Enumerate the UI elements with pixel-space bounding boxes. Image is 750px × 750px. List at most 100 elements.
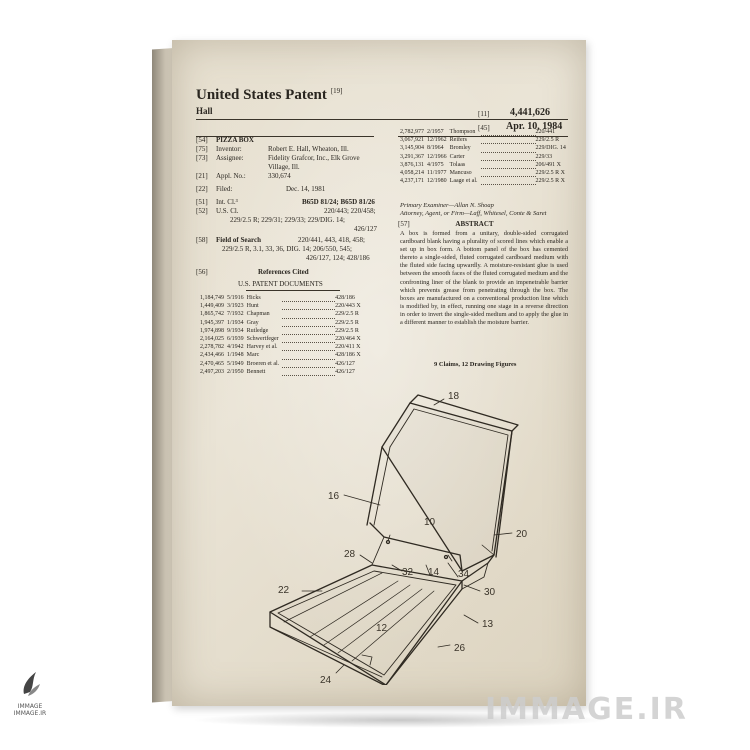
inventor-surname: Hall	[196, 106, 213, 116]
ref-name: Rutledge	[246, 327, 269, 334]
pizza-box-drawing: 18 16 10 20 28 32 14 34 30 22 12 13 26 2…	[269, 391, 528, 685]
ref-date: 6/1939	[227, 336, 244, 343]
ref-leader	[282, 343, 336, 352]
ref-class: 220/443 X	[335, 303, 361, 310]
canvas-shadow	[190, 712, 610, 728]
ref-number: 2,164,025	[200, 336, 224, 343]
ref-name: Gray	[246, 319, 259, 326]
field-filed: [22]Filed:Dec. 14, 1981	[196, 185, 326, 193]
canvas-side-edge	[152, 48, 174, 703]
ref-date: 9/1934	[227, 327, 244, 334]
ref-class: 426/127	[335, 368, 355, 375]
ref-date: 1/1948	[227, 352, 244, 359]
ref-number: 1,974,898	[200, 327, 224, 334]
ref-label-12: 12	[376, 623, 388, 634]
ref-class: 426/127	[335, 360, 355, 367]
ref-leader	[282, 302, 336, 311]
attorney: Attorney, Agent, or Firm—Laff, Whitesel,…	[400, 210, 547, 217]
ref-class: 220/464 X	[335, 336, 361, 343]
ref-leader	[480, 136, 536, 145]
refs-subtitle: U.S. PATENT DOCUMENTS	[238, 280, 323, 288]
ref-date: 2/1957	[427, 129, 444, 135]
ref-date: 11/1977	[427, 170, 447, 177]
ref-label-24: 24	[320, 675, 332, 685]
ref-name: Bennett	[246, 368, 266, 375]
ref-leader	[282, 310, 336, 319]
ref-number: 1,945,397	[200, 319, 224, 326]
ref-name: Laage et al.	[449, 178, 478, 185]
ref-date: 1/1934	[227, 319, 244, 326]
ref-class: 229/33	[535, 153, 553, 160]
field-title: [54]PIZZA BOX	[196, 136, 254, 144]
us-cl-line-3: 426/127	[354, 225, 377, 233]
ref-date: 5/1949	[227, 360, 244, 367]
ref-leader	[282, 360, 336, 368]
ref-name: Tolaas	[449, 161, 466, 168]
search-line-2: 229/2.5 R, 3.1, 33, 36, DIG. 14; 206/550…	[222, 245, 352, 253]
ref-class: 229/2.5 R	[335, 311, 359, 318]
ref-leader	[480, 144, 536, 153]
ref-number: 2,278,782	[200, 344, 224, 351]
ref-leader	[480, 169, 536, 178]
ref-name: Carter	[449, 153, 465, 160]
field-us-cl: [52]U.S. Cl.220/443; 220/458;	[196, 207, 376, 215]
ref-number: 3,291,367	[400, 153, 424, 160]
ref-date: 5/1916	[227, 295, 244, 301]
ref-date: 3/1923	[227, 303, 244, 310]
ref-leader	[480, 128, 536, 137]
ref-label-26: 26	[454, 643, 466, 654]
date-code: [45]	[478, 124, 490, 132]
ref-label-34: 34	[458, 569, 470, 580]
patent-date: Apr. 10, 1984	[506, 121, 563, 132]
ref-number: 2,470,465	[200, 360, 224, 367]
ref-date: 8/1964	[427, 145, 444, 152]
ref-date: 4/1942	[227, 344, 244, 351]
ref-label-14: 14	[428, 567, 440, 578]
ref-number: 1,865,742	[200, 311, 224, 318]
site-logo: IMMAGE IMMAGE.IR	[8, 670, 52, 730]
ref-label-16: 16	[328, 491, 340, 502]
ref-name: Reifers	[449, 137, 467, 144]
ref-name: Harvey et al.	[246, 344, 278, 351]
ref-label-20: 20	[516, 529, 528, 540]
ref-label-28: 28	[344, 549, 356, 560]
ref-class: 220/441	[535, 129, 556, 135]
ref-date: 12/1980	[427, 178, 447, 185]
ref-leader	[282, 294, 336, 303]
ref-number: 4,237,171	[400, 178, 424, 185]
ref-leader	[282, 351, 336, 360]
ref-class: 229/2.5 R X	[535, 170, 566, 177]
ref-number: 4,058,214	[400, 170, 424, 177]
ref-name: Mancuso	[449, 170, 472, 177]
ref-class: 206/491 X	[535, 161, 562, 168]
search-line-3: 426/127, 124; 428/186	[306, 254, 370, 262]
abstract-text: A box is formed from a unitary, double-s…	[400, 230, 568, 327]
refs-title: References Cited	[258, 268, 309, 276]
header-rule-right	[398, 136, 568, 137]
ref-number: 3,145,904	[400, 145, 424, 152]
ref-leader	[480, 161, 536, 170]
ref-date: 7/1932	[227, 311, 244, 318]
ref-date: 12/1966	[427, 153, 447, 160]
ref-leader	[282, 319, 336, 327]
ref-class: 229/2.5 R X	[535, 178, 566, 185]
ref-leader	[282, 327, 336, 336]
patent-title: United States Patent[19]	[196, 87, 343, 103]
ref-date: 4/1975	[427, 161, 444, 168]
field-inventor: [75]Inventor:Robert E. Hall, Wheaton, Il…	[196, 145, 349, 153]
ref-class: 428/186	[335, 295, 355, 301]
ref-name: Hunt	[246, 303, 259, 310]
